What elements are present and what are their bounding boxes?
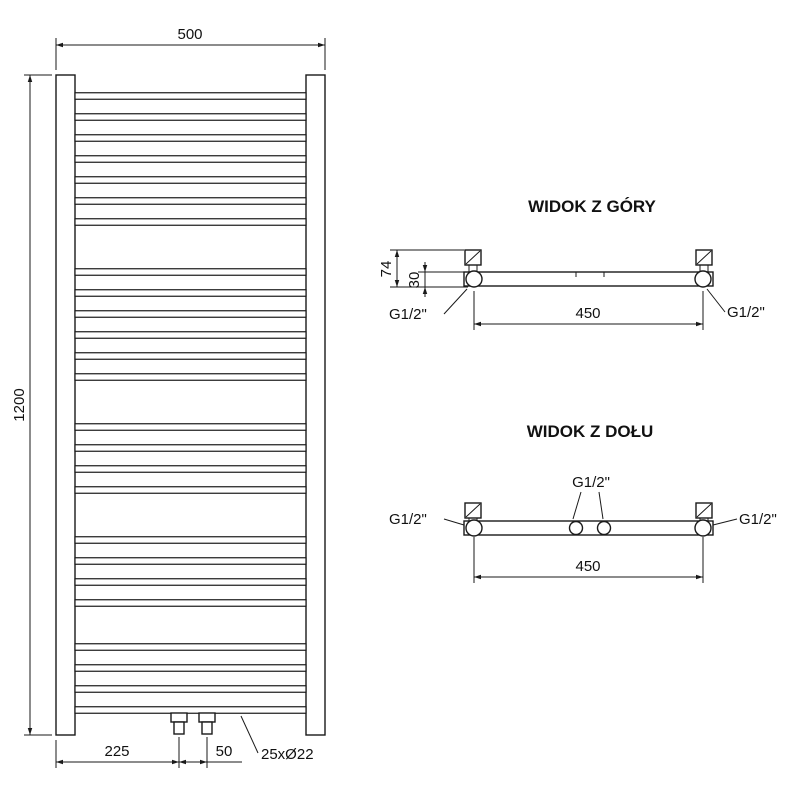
top-view-fitting-left-callout: G1/2" [389,288,468,323]
front-view: 500 1200 225 50 25xØ22 [11,26,326,768]
radiator-tube [74,423,307,431]
tube-spec-label: 25xØ22 [261,746,314,763]
top-right-fitting-label: G1/2" [727,304,765,321]
radiator-tube [74,599,307,607]
radiator-tube [74,706,307,714]
radiator-tube [74,218,307,226]
bottom-offset-label: 225 [104,743,129,760]
offset-label: 30 [406,272,423,289]
depth-label: 74 [378,261,395,278]
front-height-dimension: 1200 [11,74,52,736]
bottom-valve-left [170,712,188,735]
top-view: WIDOK Z GÓRY 74 [378,197,765,330]
radiator-tube [74,92,307,100]
top-view-depth-dimension: 74 [378,249,468,288]
bottom-view: WIDOK Z DOŁU G1/2" [389,422,777,583]
front-height-label: 1200 [11,388,28,421]
bottom-view-right-fitting [694,502,713,537]
valve-spacing-label: 50 [216,743,233,760]
bottom-view-tube [463,520,714,536]
radiator-tube [74,536,307,544]
radiator-tube [74,289,307,297]
top-view-span-dimension: 450 [473,291,704,330]
radiator-tube [74,557,307,565]
left-collector-rail [55,74,76,736]
front-bottom-dimensions: 225 50 [55,737,242,768]
top-left-fitting-label: G1/2" [389,306,427,323]
bottom-valve-right [198,712,216,735]
radiator-tube [74,643,307,651]
top-view-title: WIDOK Z GÓRY [528,197,656,216]
rung-group [74,92,307,714]
radiator-tube [74,486,307,494]
top-view-left-fitting [464,249,483,288]
radiator-tube [74,197,307,205]
bottom-center-connection-right [596,520,612,536]
bottom-view-fitting-left-callout: G1/2" [389,511,465,528]
radiator-tube [74,578,307,586]
radiator-tube [74,113,307,121]
radiator-tube [74,352,307,360]
radiator-tube [74,373,307,381]
top-view-tube [463,271,714,287]
bottom-view-fitting-right-callout: G1/2" [712,511,777,528]
radiator-tube [74,155,307,163]
top-view-offset-dimension: 30 [406,262,464,297]
radiator-tube [74,310,307,318]
radiator-tube [74,664,307,672]
radiator-tube [74,685,307,693]
bottom-span-label: 450 [575,558,600,575]
bottom-right-fitting-label: G1/2" [739,511,777,528]
front-width-label: 500 [177,26,202,43]
radiator-tube [74,176,307,184]
radiator-tube [74,465,307,473]
bottom-view-left-fitting [464,502,483,537]
tube-spec-callout: 25xØ22 [240,715,314,763]
top-view-fitting-right-callout: G1/2" [706,288,765,321]
bottom-view-title: WIDOK Z DOŁU [527,422,654,441]
radiator-tube [74,134,307,142]
radiator-tube [74,444,307,452]
front-width-dimension: 500 [55,26,326,70]
bottom-center-fitting-label: G1/2" [572,474,610,491]
radiator-tube [74,268,307,276]
right-collector-rail [305,74,326,736]
bottom-left-fitting-label: G1/2" [389,511,427,528]
bottom-center-connection-left [568,520,584,536]
radiator-tube [74,331,307,339]
bottom-view-center-callout: G1/2" [572,474,610,520]
bottom-view-span-dimension: 450 [473,537,704,583]
top-view-right-fitting [694,249,713,288]
top-span-label: 450 [575,305,600,322]
